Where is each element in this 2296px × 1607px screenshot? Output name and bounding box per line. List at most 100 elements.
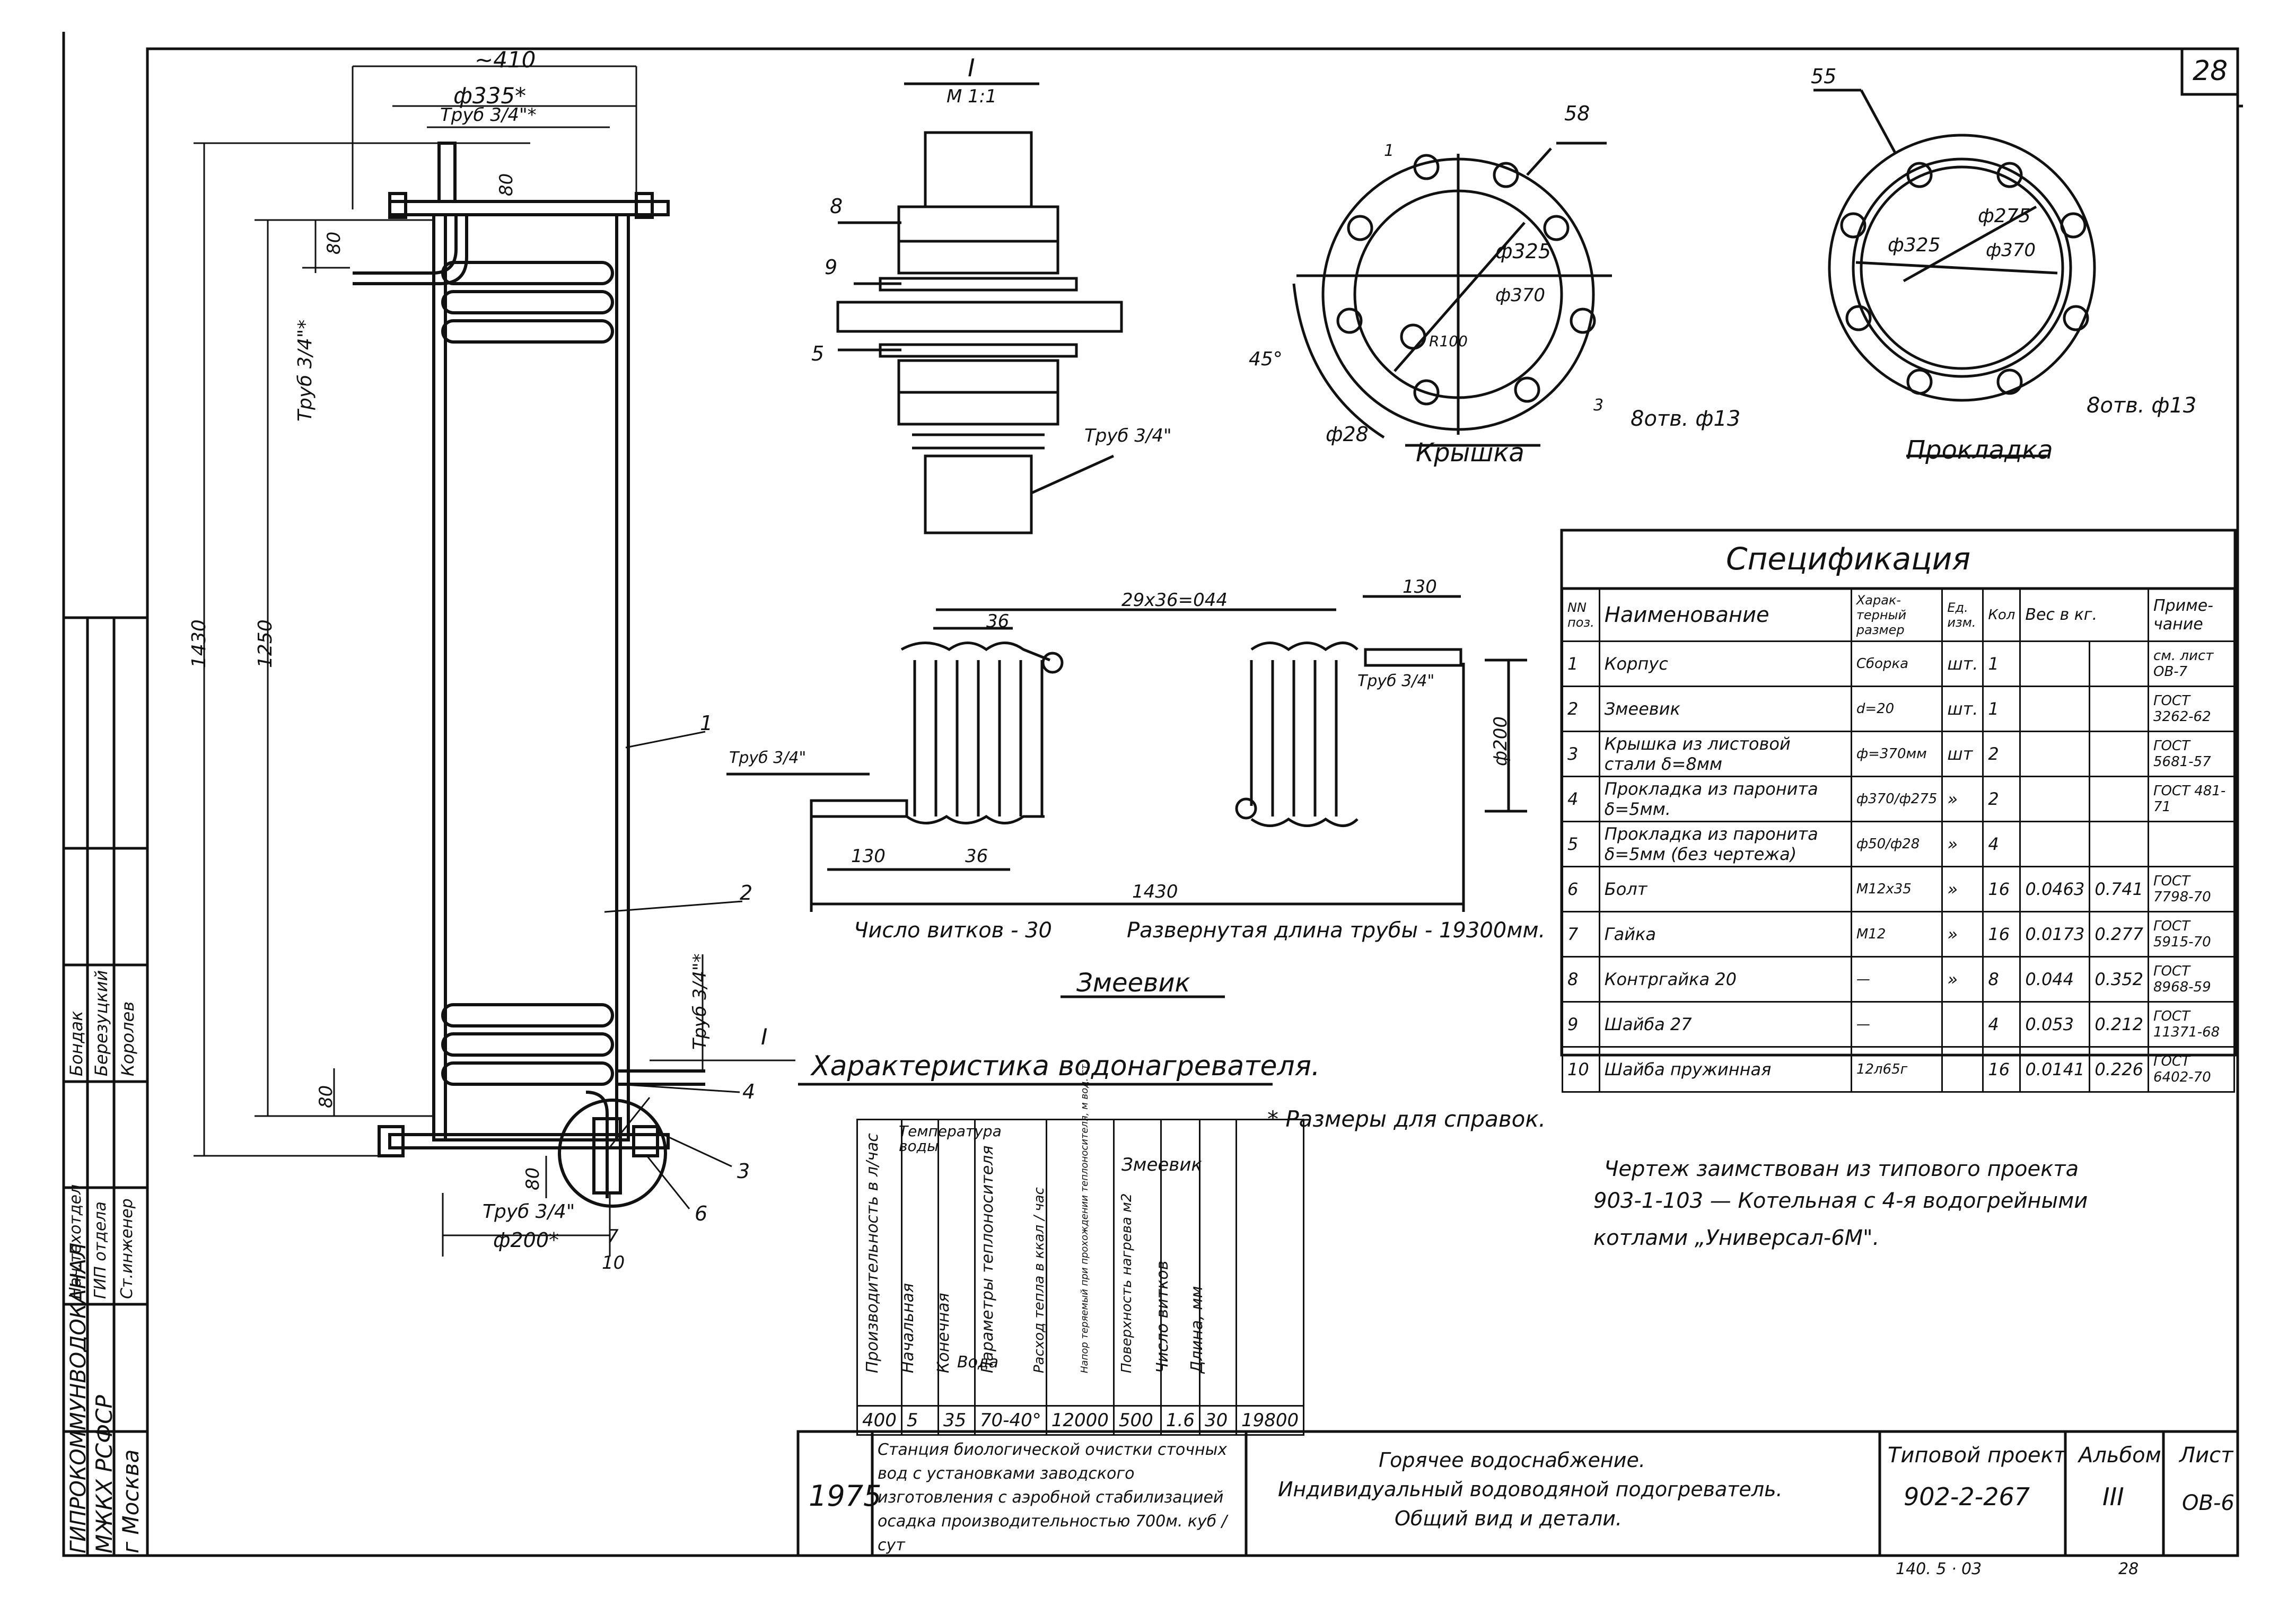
- spec-cell-qty: 2: [1982, 731, 2021, 777]
- callout: 6: [695, 1202, 708, 1225]
- char-col-head: [1112, 1119, 1162, 1407]
- spec-cell-qty: 16: [1982, 1046, 2021, 1093]
- spec-cell-w2: [2089, 821, 2149, 867]
- spec-cell-size: Сборка: [1850, 640, 1943, 687]
- spec-cell-name: Крышка из листовой стали δ=8мм: [1598, 731, 1852, 777]
- dim-label: 80: [323, 231, 345, 254]
- char-header: Напор теряемый при прохождении теплоноси…: [1079, 1061, 1090, 1373]
- spec-cell-w2: [2089, 686, 2149, 732]
- spec-title: Спецификация: [1726, 541, 1971, 577]
- tb-subject-2: Индивидуальный водоводяной подогреватель…: [1278, 1478, 1783, 1501]
- coil-caption-left: Число витков - 30: [854, 918, 1053, 943]
- tb-project: 902-2-267: [1904, 1482, 2030, 1511]
- char-header: Начальная: [899, 1283, 917, 1373]
- spec-cell-qty: 16: [1982, 866, 2021, 912]
- left-stamp-frame: [62, 616, 149, 1557]
- spec-cell-note: ГОСТ 11371-68: [2147, 1001, 2236, 1048]
- cover-dim: 58: [1564, 102, 1590, 125]
- coil-title: Змеевик: [1076, 968, 1190, 998]
- spec-cell-w2: 0.212: [2089, 1001, 2149, 1048]
- char-header: Число витков: [1153, 1260, 1172, 1373]
- char-header: Расход тепла в ккал / час: [1031, 1187, 1047, 1373]
- spec-cell-note: см. лист ОВ-7: [2147, 640, 2236, 687]
- gasket-dim: 8отв. ф13: [2087, 393, 2197, 418]
- spec-cell-w2: 0.226: [2089, 1046, 2149, 1093]
- char-header: Длина, мм: [1188, 1286, 1206, 1373]
- char-value: 35: [937, 1405, 976, 1436]
- spec-header-size: Харак- терный размер: [1850, 587, 1943, 642]
- spec-cell-qty: 1: [1982, 640, 2021, 687]
- stamp-name: Бондак: [66, 1011, 86, 1076]
- spec-cell-note: ГОСТ 6402-70: [2147, 1046, 2236, 1093]
- spec-cell-w1: 0.053: [2019, 1001, 2091, 1048]
- gasket-dim: ф370: [1986, 240, 2036, 261]
- spec-cell-n: 3: [1562, 731, 1600, 777]
- dim-label: 80: [522, 1167, 544, 1190]
- spec-header-unit: Ед. изм.: [1941, 587, 1984, 642]
- char-value: 1.6: [1160, 1405, 1200, 1436]
- coil-dim: 130: [851, 846, 886, 867]
- spec-cell-w2: 0.277: [2089, 911, 2149, 958]
- spec-cell-n: 5: [1562, 821, 1600, 867]
- spec-cell-size: —: [1850, 1001, 1943, 1048]
- spec-cell-unit: шт.: [1941, 640, 1984, 687]
- spec-cell-size: М12х35: [1850, 866, 1943, 912]
- cover-title: Крышка: [1416, 438, 1524, 468]
- spec-cell-size: М12: [1850, 911, 1943, 958]
- char-col-length: [1235, 1119, 1305, 1407]
- spec-cell-name: Контргайка 20: [1598, 956, 1852, 1003]
- spec-cell-w1: 0.0463: [2019, 866, 2091, 912]
- spec-cell-n: 1: [1562, 640, 1600, 687]
- gasket-view: [1813, 89, 2096, 458]
- spec-cell-qty: 8: [1982, 956, 2021, 1003]
- cover-dim: 45°: [1249, 348, 1283, 370]
- spec-cell-size: d=20: [1850, 686, 1943, 732]
- spec-cell-w1: [2019, 686, 2091, 732]
- borrowed-note-1: Чертеж заимствован из типового проекта: [1604, 1157, 2079, 1181]
- spec-cell-qty: 4: [1982, 821, 2021, 867]
- callout: 9: [825, 256, 838, 279]
- sheet-number-box: [2180, 47, 2239, 96]
- spec-cell-name: Болт: [1598, 866, 1852, 912]
- tb-sheet-label: Лист: [2179, 1443, 2233, 1468]
- char-value: 19800: [1235, 1405, 1305, 1436]
- spec-cell-n: 2: [1562, 686, 1600, 732]
- spec-cell-w1: 0.044: [2019, 956, 2091, 1003]
- spec-cell-unit: »: [1941, 776, 1984, 822]
- char-value: 500: [1112, 1405, 1162, 1436]
- callout: 2: [740, 881, 753, 905]
- spec-cell-name: Гайка: [1598, 911, 1852, 958]
- section-scale: М 1:1: [947, 86, 997, 107]
- stamp-name: Королев: [118, 1001, 138, 1076]
- spec-cell-n: 10: [1562, 1046, 1600, 1093]
- dimension-lines: [194, 65, 795, 1257]
- spec-header-qty: Кол: [1982, 587, 2021, 642]
- section-I-view: [836, 82, 1123, 534]
- spec-cell-w2: 0.741: [2089, 866, 2149, 912]
- spec-cell-note: ГОСТ 8968-59: [2147, 956, 2236, 1003]
- cover-dim: ф370: [1495, 285, 1545, 306]
- char-col-end: [937, 1119, 976, 1407]
- char-header: Температура воды: [899, 1122, 1002, 1155]
- coil-dim: Труб 3/4": [1357, 672, 1435, 690]
- char-col-surface: [1160, 1119, 1200, 1407]
- char-carrier: Вода: [957, 1353, 999, 1372]
- spec-header-weight: Вес в кг.: [2019, 587, 2149, 642]
- tb-station: Станция биологической очистки сточных во…: [878, 1441, 1228, 1555]
- spec-cell-note: ГОСТ 5915-70: [2147, 911, 2236, 958]
- callout: 4: [742, 1080, 756, 1103]
- dim-label: ~410: [475, 47, 536, 73]
- callout: 5: [811, 342, 825, 365]
- spec-cell-n: 8: [1562, 956, 1600, 1003]
- callout: 8: [830, 195, 843, 218]
- spec-cell-unit: »: [1941, 866, 1984, 912]
- stamp-role: Ст.инженер: [118, 1198, 136, 1299]
- char-header: Змеевик: [1121, 1154, 1202, 1175]
- dim-label: 80: [316, 1085, 337, 1108]
- spec-cell-w2: [2089, 776, 2149, 822]
- spec-header-name: Наименование: [1598, 587, 1852, 642]
